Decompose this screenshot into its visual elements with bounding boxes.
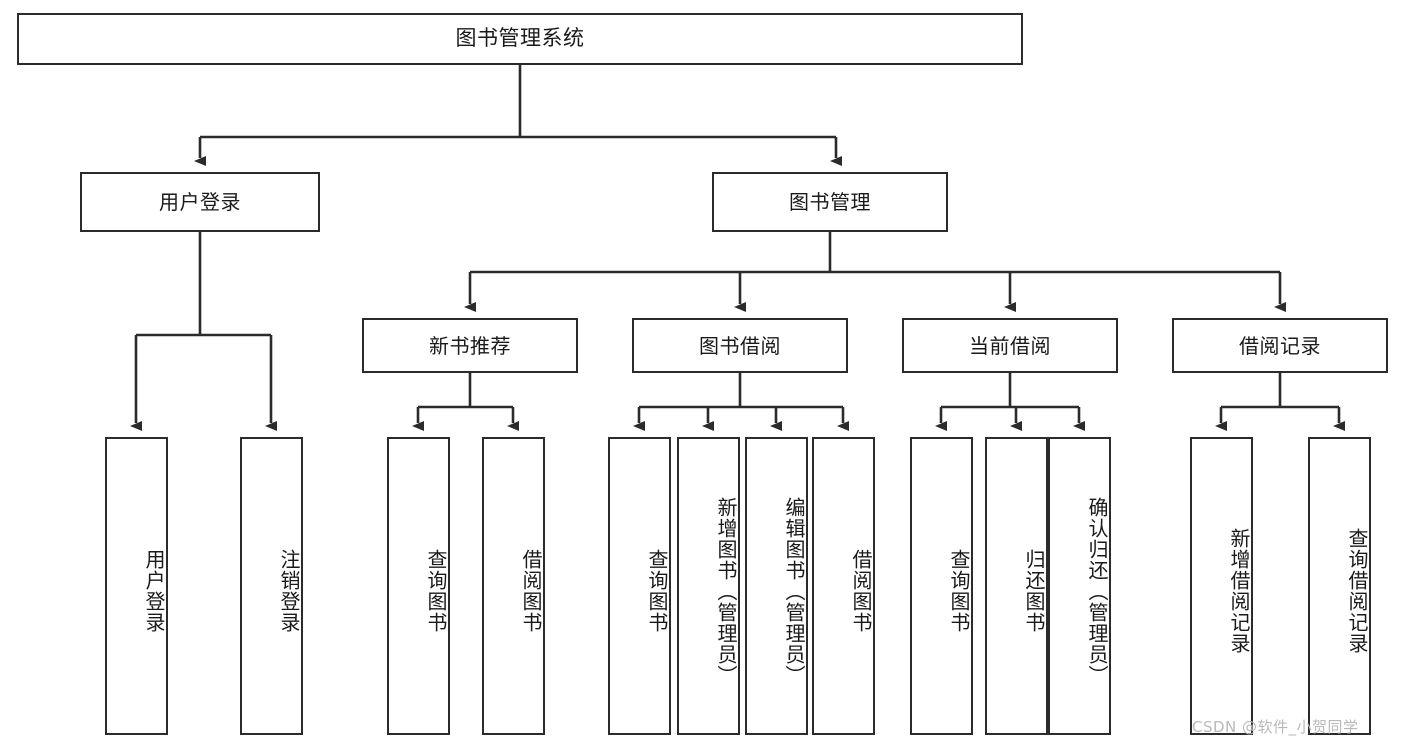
node-leaf-borrow-book[interactable]: 借阅图书: [812, 437, 875, 735]
node-label: 查询图书: [424, 549, 448, 633]
node-label: 新增借阅记录: [1227, 528, 1251, 654]
node-label: 借阅记录: [1239, 333, 1321, 358]
node-book-management[interactable]: 图书管理: [712, 172, 948, 232]
node-label: 借阅图书: [849, 549, 873, 633]
node-label: 新书推荐: [429, 333, 511, 358]
node-leaf-query-book-borrow[interactable]: 查询图书: [608, 437, 671, 735]
node-label: 图书管理: [789, 190, 871, 214]
node-current-borrow[interactable]: 当前借阅: [902, 318, 1118, 373]
node-label: 借阅图书: [519, 549, 543, 633]
node-leaf-query-borrow-record[interactable]: 查询借阅记录: [1308, 437, 1371, 735]
node-leaf-return-book[interactable]: 归还图书: [985, 437, 1048, 735]
node-label: 注销登录: [277, 549, 301, 633]
node-leaf-add-borrow-record[interactable]: 新增借阅记录: [1190, 437, 1253, 735]
node-new-book-recommend[interactable]: 新书推荐: [362, 318, 578, 373]
node-leaf-user-login[interactable]: 用户登录: [105, 437, 168, 735]
node-label: 查询图书: [645, 549, 669, 633]
node-leaf-add-book-admin[interactable]: 新增图书（管理员）: [677, 437, 740, 735]
node-label: 用户登录: [159, 190, 241, 214]
node-label: 新增图书（管理员）: [714, 496, 738, 686]
node-leaf-borrow-book-recommend[interactable]: 借阅图书: [482, 437, 545, 735]
node-label: 当前借阅: [969, 333, 1051, 358]
node-label: 图书管理系统: [455, 26, 585, 51]
csdn-watermark: CSDN @软件_小贺同学: [1192, 718, 1359, 736]
node-leaf-query-book-recommend[interactable]: 查询图书: [387, 437, 450, 735]
node-label: 归还图书: [1022, 549, 1046, 633]
node-label: 查询图书: [947, 549, 971, 633]
node-root-book-management-system[interactable]: 图书管理系统: [17, 13, 1023, 65]
node-leaf-query-book-current[interactable]: 查询图书: [910, 437, 973, 735]
node-label: 查询借阅记录: [1345, 528, 1369, 654]
node-leaf-edit-book-admin[interactable]: 编辑图书（管理员）: [745, 437, 808, 735]
node-label: 图书借阅: [699, 333, 781, 358]
node-user-login[interactable]: 用户登录: [80, 172, 320, 232]
node-leaf-confirm-return-admin[interactable]: 确认归还（管理员）: [1048, 437, 1111, 735]
node-label: 编辑图书（管理员）: [782, 496, 806, 686]
node-book-borrow[interactable]: 图书借阅: [632, 318, 848, 373]
node-label: 确认归还（管理员）: [1085, 496, 1109, 686]
node-borrow-record[interactable]: 借阅记录: [1172, 318, 1388, 373]
node-label: 用户登录: [142, 549, 166, 633]
node-leaf-logout[interactable]: 注销登录: [240, 437, 303, 735]
